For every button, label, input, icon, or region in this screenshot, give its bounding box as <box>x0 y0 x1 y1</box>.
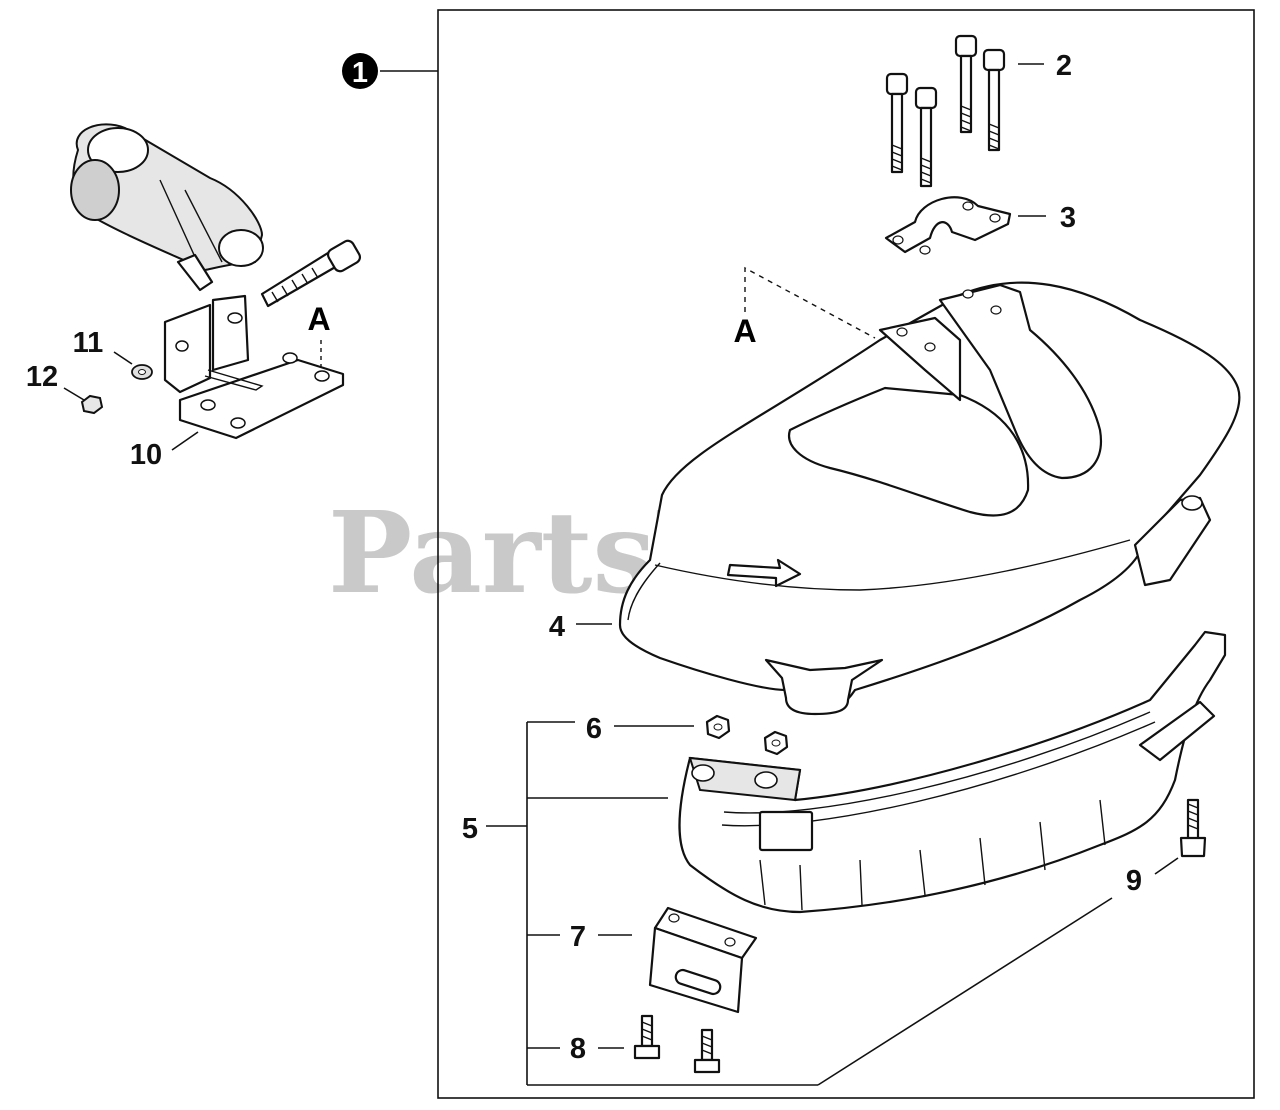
callout-9[interactable]: 9 <box>1126 857 1179 897</box>
svg-text:5: 5 <box>462 813 478 845</box>
callout-4[interactable]: 4 <box>549 611 612 643</box>
part-10-bracket <box>163 294 345 440</box>
svg-text:9: 9 <box>1126 865 1142 897</box>
assembly-frame <box>437 9 1255 1099</box>
svg-text:8: 8 <box>570 1033 586 1065</box>
part-12-nut <box>80 394 104 415</box>
svg-text:12: 12 <box>26 361 58 393</box>
svg-text:1: 1 <box>352 57 368 89</box>
svg-text:4: 4 <box>549 611 565 643</box>
svg-text:6: 6 <box>586 713 602 745</box>
svg-text:10: 10 <box>130 439 162 471</box>
callout-2[interactable]: 2 <box>1018 50 1072 82</box>
part-2-bolts <box>885 34 1006 188</box>
callout-7[interactable]: 7 <box>570 921 632 953</box>
part-3-clamp <box>884 196 1012 255</box>
shaft-gearcase-illustration <box>70 123 264 292</box>
detail-marker-a-left: A <box>307 301 330 337</box>
svg-text:2: 2 <box>1056 50 1072 82</box>
bracket-mounting-bolt <box>260 239 362 308</box>
detail-marker-a-right: A <box>733 313 756 349</box>
part-6-nuts <box>705 714 789 756</box>
part-9-bolt <box>1179 798 1207 858</box>
assembly-callout-1[interactable]: 1 <box>342 53 438 89</box>
svg-text:11: 11 <box>73 327 104 359</box>
callout-12[interactable]: 12 <box>26 361 85 401</box>
part-5-guard-extension <box>678 630 1227 914</box>
callout-8[interactable]: 8 <box>570 1033 624 1065</box>
callout-11[interactable]: 11 <box>73 327 133 365</box>
part-7-plate <box>648 906 758 1014</box>
svg-text:3: 3 <box>1060 202 1076 234</box>
part-8-screws <box>633 1014 721 1074</box>
part-4-guard <box>618 281 1241 716</box>
callout-10[interactable]: 10 <box>130 431 199 471</box>
callout-3[interactable]: 3 <box>1018 202 1076 234</box>
svg-text:7: 7 <box>570 921 586 953</box>
callout-5[interactable]: 5 <box>462 721 1113 1086</box>
callout-6[interactable]: 6 <box>586 713 694 745</box>
part-11-washer <box>131 364 153 380</box>
